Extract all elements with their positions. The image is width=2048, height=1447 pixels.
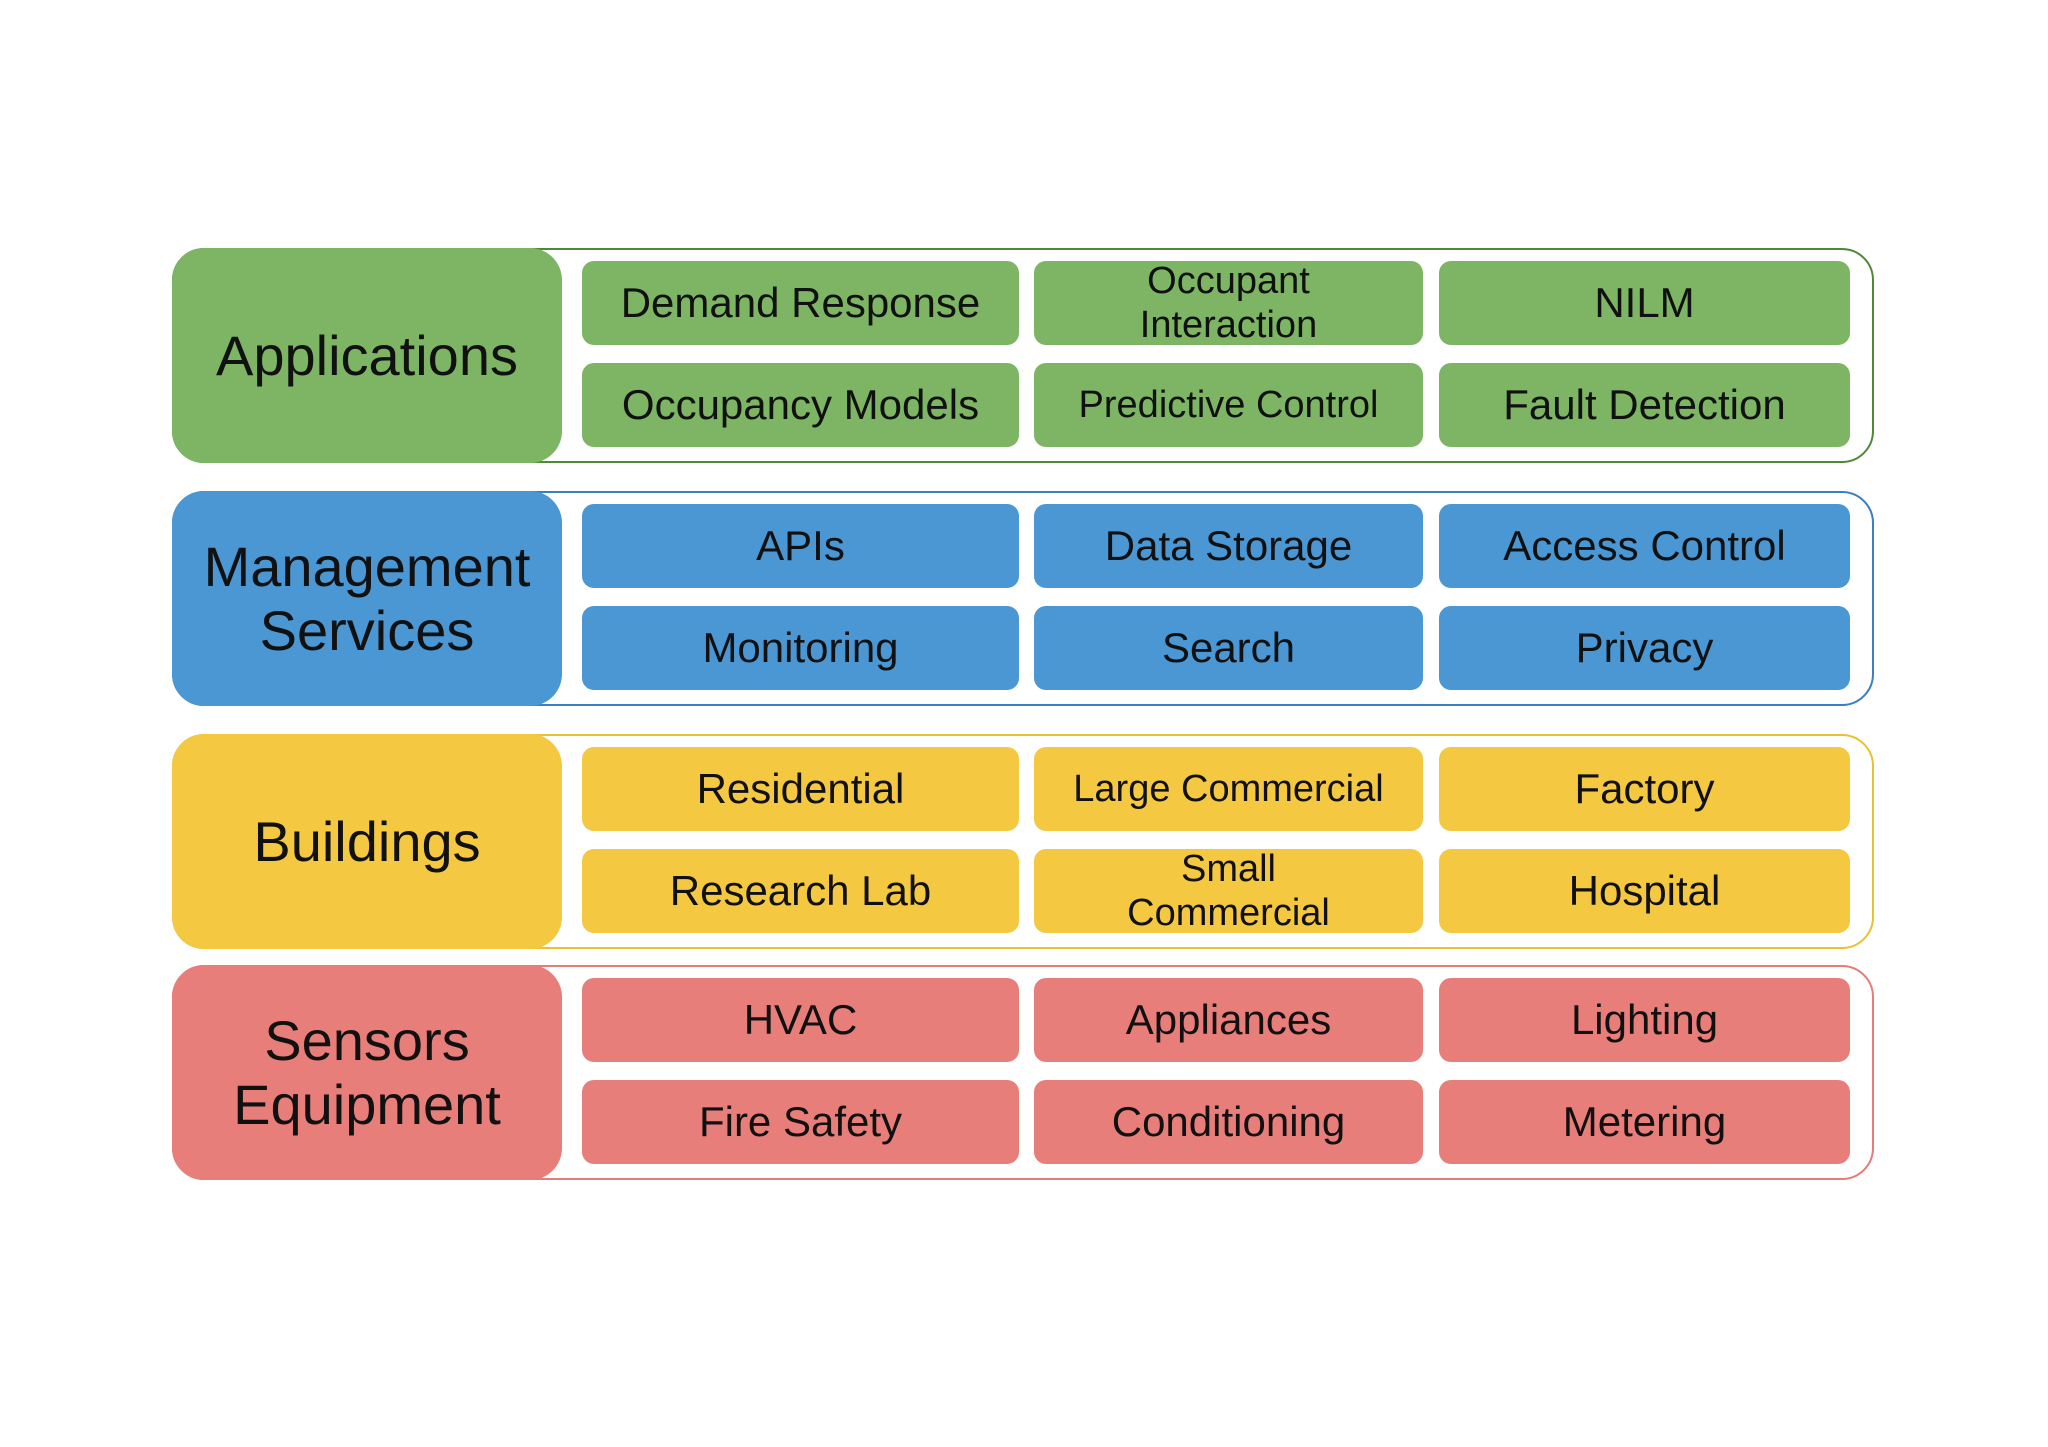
cell-occupancy-models: Occupancy Models: [582, 363, 1019, 447]
cell-predictive-control: Predictive Control: [1034, 363, 1423, 447]
layer-management-services: Management Services APIs Data Storage Ac…: [172, 491, 1874, 706]
layer-label: Sensors Equipment: [172, 965, 562, 1180]
cell-privacy: Privacy: [1439, 606, 1850, 690]
layer-buildings: Buildings Residential Large Commercial F…: [172, 734, 1874, 949]
cell-lighting: Lighting: [1439, 978, 1850, 1062]
cell-apis: APIs: [582, 504, 1019, 588]
cell-research-lab: Research Lab: [582, 849, 1019, 933]
cell-conditioning: Conditioning: [1034, 1080, 1423, 1164]
cell-fire-safety: Fire Safety: [582, 1080, 1019, 1164]
cell-large-commercial: Large Commercial: [1034, 747, 1423, 831]
cell-factory: Factory: [1439, 747, 1850, 831]
cell-access-control: Access Control: [1439, 504, 1850, 588]
cell-data-storage: Data Storage: [1034, 504, 1423, 588]
cell-hvac: HVAC: [582, 978, 1019, 1062]
layer-applications: Applications Demand Response Occupant In…: [172, 248, 1874, 463]
cell-occupant-interaction: Occupant Interaction: [1034, 260, 1423, 346]
layer-label: Management Services: [172, 491, 562, 706]
cell-demand-response: Demand Response: [582, 261, 1019, 345]
cell-appliances: Appliances: [1034, 978, 1423, 1062]
cell-fault-detection: Fault Detection: [1439, 363, 1850, 447]
layer-label: Applications: [172, 248, 562, 463]
layer-sensors-equipment: Sensors Equipment HVAC Appliances Lighti…: [172, 965, 1874, 1180]
cell-small-commercial: Small Commercial: [1034, 848, 1423, 934]
layer-label: Buildings: [172, 734, 562, 949]
cell-search: Search: [1034, 606, 1423, 690]
cell-monitoring: Monitoring: [582, 606, 1019, 690]
cell-hospital: Hospital: [1439, 849, 1850, 933]
cell-nilm: NILM: [1439, 261, 1850, 345]
cell-metering: Metering: [1439, 1080, 1850, 1164]
cell-residential: Residential: [582, 747, 1019, 831]
